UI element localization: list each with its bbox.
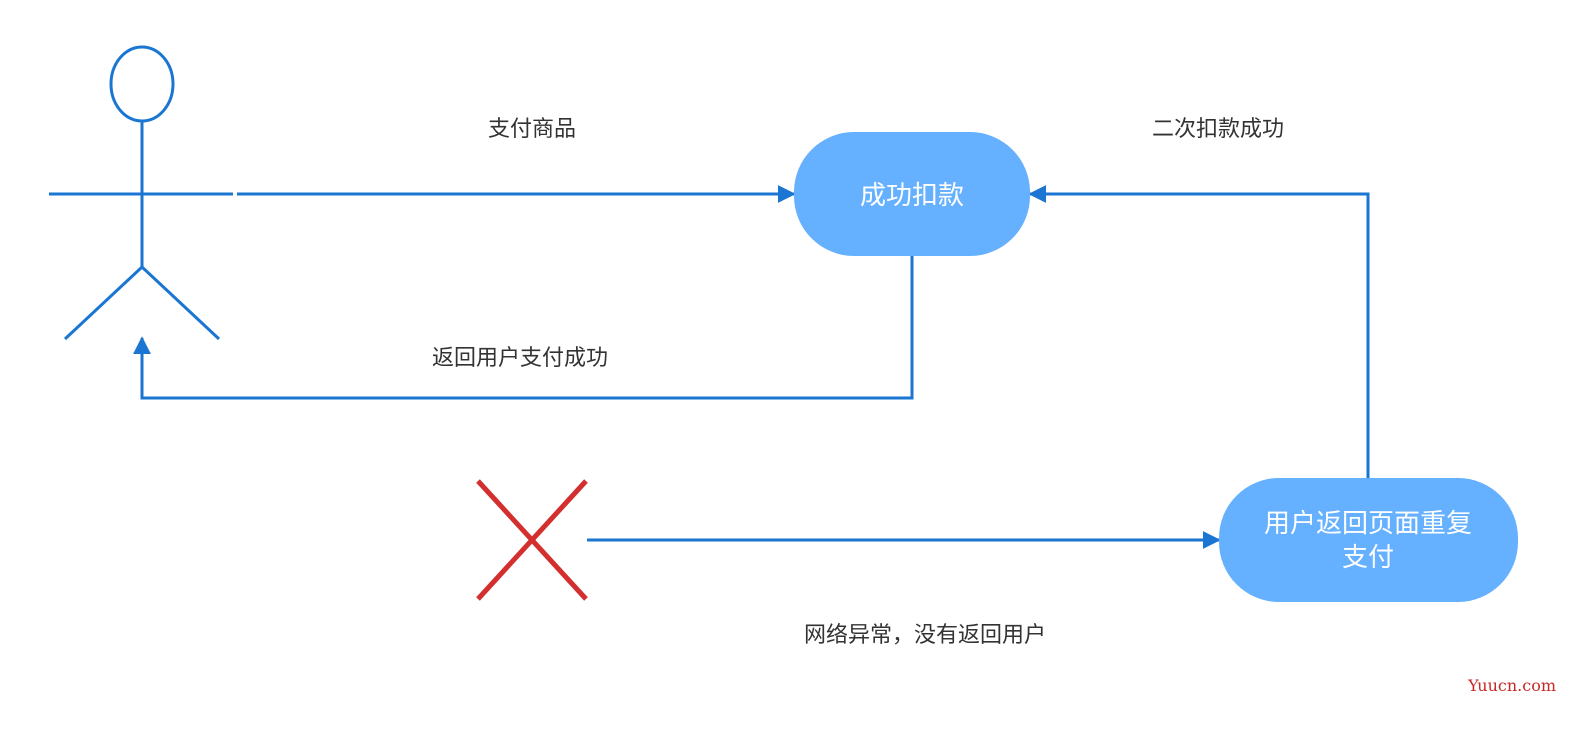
edge-second-charge: [1028, 185, 1370, 478]
edge-label-network-error: 网络异常，没有返回用户: [804, 623, 1046, 648]
node-repeat-pay: 用户返回页面重复 支付: [1219, 478, 1518, 602]
node-repeat-pay-line2: 支付: [1342, 543, 1394, 573]
edge-label-second-charge: 二次扣款成功: [1152, 117, 1284, 142]
red-x-icon: [476, 479, 588, 601]
edge-label-return-success: 返回用户支付成功: [432, 346, 608, 371]
watermark: Yuucn.com: [1467, 676, 1556, 695]
node-repeat-pay-line1: 用户返回页面重复: [1264, 509, 1472, 539]
edge-return-success: [133, 256, 914, 400]
node-success-charge: 成功扣款: [794, 132, 1030, 256]
stick-figure-icon: [49, 45, 233, 341]
edge-label-pay-goods: 支付商品: [488, 117, 576, 142]
node-success-charge-label: 成功扣款: [860, 181, 964, 211]
